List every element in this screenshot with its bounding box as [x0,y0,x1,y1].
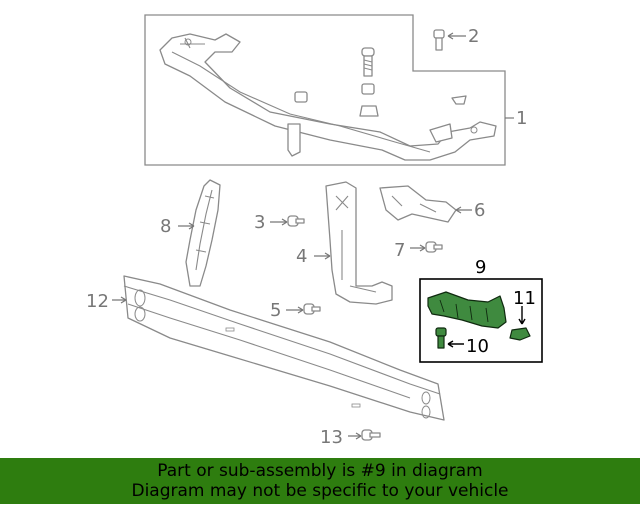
callout-11: 11 [513,288,536,309]
bolt-icon [287,215,305,227]
bracket-part-6 [379,185,457,223]
arrow-icon [314,252,331,260]
assembly-frame-1 [144,14,506,166]
banner-line-1: Part or sub-assembly is #9 in diagram [157,461,483,481]
bolt-icon [433,29,445,51]
callout-1: 1 [516,108,527,129]
bolt-icon [303,303,321,315]
nut-icon [361,83,375,95]
vertical-bracket-part-4 [325,181,393,305]
bolt-icon [435,327,447,349]
callout-12: 12 [86,291,109,312]
callout-2: 2 [468,26,479,47]
arrow-icon [447,340,464,348]
callout-8: 8 [160,216,171,237]
clip-icon [294,91,308,103]
arrow-icon [518,306,526,325]
arrow-icon [178,222,195,230]
nut-icon [359,105,379,117]
highlighted-bracket-part-9 [427,291,507,329]
bolt-icon [361,47,375,77]
callout-7: 7 [394,240,405,261]
callout-5: 5 [270,300,281,321]
arrow-icon [348,432,362,440]
callout-4: 4 [296,246,307,267]
arrow-icon [410,244,426,252]
parts-diagram: 1 2 8 3 4 6 7 5 [86,14,543,448]
callout-9: 9 [475,257,486,278]
callout-13: 13 [320,427,343,448]
callout-10: 10 [466,336,489,357]
side-bracket-part-8 [185,179,221,287]
arrow-icon [286,306,304,314]
info-banner: Part or sub-assembly is #9 in diagram Di… [0,458,640,504]
upper-tie-bar-part-1 [159,33,497,161]
arrow-icon [270,218,288,226]
clip-icon [451,95,467,105]
banner-line-2: Diagram may not be specific to your vehi… [131,481,509,501]
bolt-icon [361,429,381,441]
callout-3: 3 [254,212,265,233]
arrow-icon [455,206,472,214]
callout-6: 6 [474,200,485,221]
bolt-icon [425,241,443,253]
impact-bar-part-12 [123,275,445,421]
nut-icon [509,327,531,341]
arrow-icon [447,32,466,40]
arrow-icon [112,296,127,304]
